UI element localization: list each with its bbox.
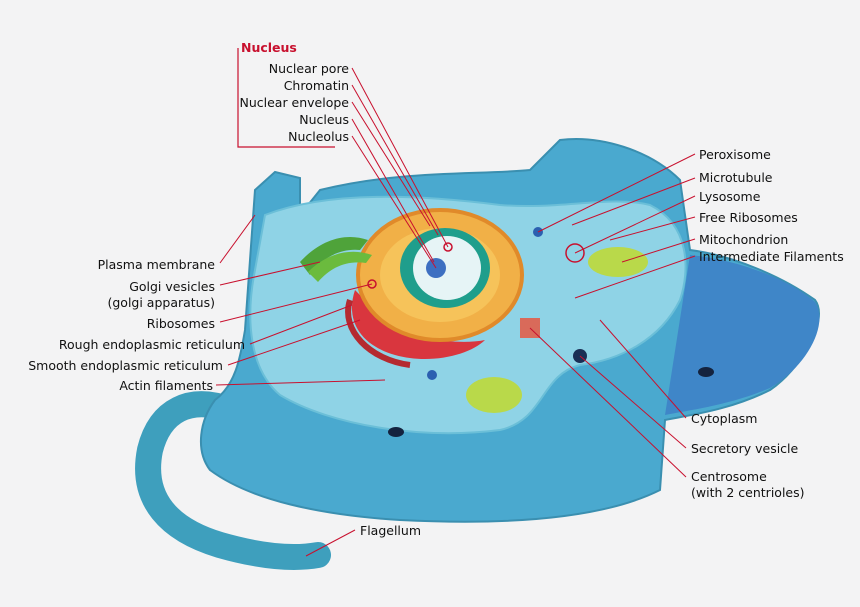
label-flagellum: Flagellum (360, 523, 421, 538)
label-centrosome-note: (with 2 centrioles) (691, 485, 805, 500)
label-nucleus: Nucleus (299, 112, 349, 127)
label-nuclear-pore: Nuclear pore (268, 61, 349, 76)
label-golgi-apparatus: (golgi apparatus) (107, 295, 215, 310)
label-intermediate-filaments: Intermediate Filaments (699, 249, 844, 264)
label-mitochondrion: Mitochondrion (699, 232, 789, 247)
label-actin-filaments: Actin filaments (119, 378, 213, 393)
label-nucleolus: Nucleolus (288, 129, 349, 144)
label-lysosome: Lysosome (699, 189, 761, 204)
pseudopod (665, 255, 820, 415)
label-microtubule: Microtubule (699, 170, 773, 185)
lysosome (565, 243, 585, 263)
nucleus-bracket (237, 48, 335, 148)
rough-er (351, 290, 485, 360)
leader-lines (215, 67, 696, 557)
label-ribosomes: Ribosomes (146, 316, 215, 331)
label-secretory-vesicle: Secretory vesicle (691, 441, 799, 456)
label-centrosome: Centrosome (691, 469, 767, 484)
mitochondrion (466, 377, 522, 413)
label-cytoplasm: Cytoplasm (691, 411, 758, 426)
label-smooth-er: Smooth endoplasmic reticulum (28, 358, 223, 373)
label-nuclear-envelope: Nuclear envelope (239, 95, 349, 110)
label-golgi-vesicles: Golgi vesicles (129, 279, 215, 294)
label-free-ribosomes: Free Ribosomes (699, 210, 798, 225)
label-plasma-membrane: Plasma membrane (97, 257, 215, 272)
label-rough-er: Rough endoplasmic reticulum (58, 337, 245, 352)
nucleus-title: Nucleus (241, 40, 297, 55)
label-chromatin: Chromatin (283, 78, 349, 93)
nucleoplasm (413, 236, 481, 300)
label-peroxisome: Peroxisome (699, 147, 771, 162)
flagellum (135, 391, 331, 570)
